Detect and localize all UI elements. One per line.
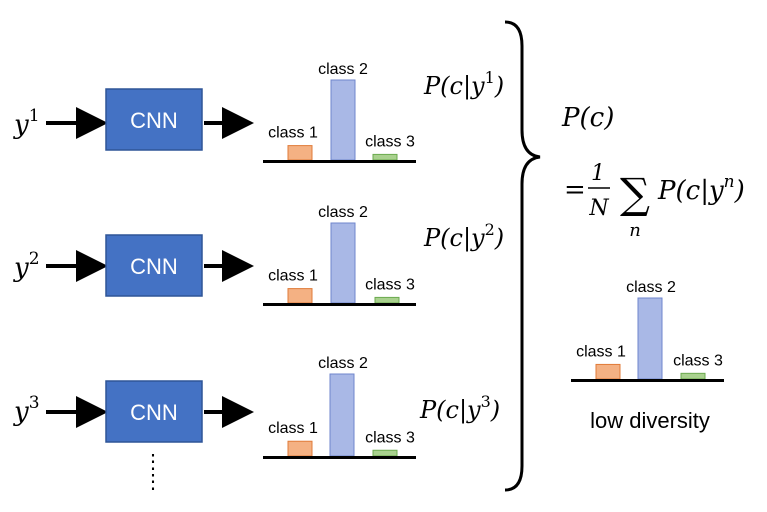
bar-class-2 xyxy=(637,297,663,380)
bar-label-class-3: class 3 xyxy=(365,429,415,446)
grouping-brace xyxy=(504,20,541,492)
bar-class-1 xyxy=(287,440,313,457)
marginal-distribution-chart: class 1 class 2 class 3 xyxy=(571,279,724,382)
marginal-lhs: P(c) xyxy=(561,103,614,133)
bar-class-1 xyxy=(287,288,313,304)
bar-label-class-1: class 1 xyxy=(268,268,318,285)
bar-class-1 xyxy=(287,145,313,161)
fraction-numerator: 1 xyxy=(591,161,605,186)
ellipsis-dots-lower: ⋮ xyxy=(143,471,163,493)
bar-class-3 xyxy=(372,449,398,457)
bar-label-class-2: class 2 xyxy=(318,61,368,78)
cnn-label-1: CNN xyxy=(130,108,178,133)
bar-class-2 xyxy=(330,79,356,161)
posterior-label-2: P(c|y2) xyxy=(423,220,504,253)
sum-symbol: ∑ xyxy=(620,169,650,218)
cnn-label-3: CNN xyxy=(130,400,178,425)
fraction-denominator: N xyxy=(588,196,609,221)
distribution-chart-1: class 1 class 2 class 3 xyxy=(263,61,416,163)
posterior-label-1: P(c|y1) xyxy=(423,68,504,101)
row-1: y1 CNN class 1 class 2 class 3 P(c|y1) xyxy=(13,61,504,163)
bar-class-1 xyxy=(595,363,621,380)
bar-label-class-1: class 1 xyxy=(268,125,318,142)
bar-label-class-2: class 2 xyxy=(318,355,368,372)
cnn-box-1 xyxy=(105,88,203,151)
input-2-label: y2 xyxy=(13,249,40,283)
bar-class-2 xyxy=(330,222,356,304)
ellipsis-dots: ⋮ xyxy=(143,451,163,473)
posterior-label-3: P(c|y3) xyxy=(419,392,500,425)
equals-sign: = xyxy=(564,175,586,205)
marginal-formula: P(c) = 1 N ∑ n P(c|yn) xyxy=(561,103,745,241)
cnn-box-2 xyxy=(105,234,203,297)
bar-label-class-3: class 3 xyxy=(365,133,415,150)
bar-class-3 xyxy=(680,372,706,380)
input-1-label: y1 xyxy=(13,106,40,140)
diversity-label: low diversity xyxy=(590,408,710,433)
sum-term: P(c|yn) xyxy=(657,172,745,206)
cnn-label-2: CNN xyxy=(130,254,178,279)
bar-class-3 xyxy=(372,153,398,161)
bar-label-class-1: class 1 xyxy=(576,343,626,360)
row-3: y3 CNN class 1 class 2 class 3 P(c|y3) xyxy=(13,355,500,459)
sum-index: n xyxy=(629,220,641,241)
more-inputs-ellipsis: ⋮ ⋮ xyxy=(143,451,163,493)
bar-class-3 xyxy=(374,296,400,304)
cnn-box-3 xyxy=(105,380,203,443)
input-3-label: y3 xyxy=(13,393,40,427)
bar-label-class-3: class 3 xyxy=(365,276,415,293)
bar-label-class-2: class 2 xyxy=(318,204,368,221)
distribution-chart-3: class 1 class 2 class 3 xyxy=(263,355,416,459)
distribution-chart-2: class 1 class 2 class 3 xyxy=(263,204,416,306)
bar-label-class-3: class 3 xyxy=(673,352,723,369)
bar-label-class-1: class 1 xyxy=(268,420,318,437)
bar-label-class-2: class 2 xyxy=(626,279,676,296)
row-2: y2 CNN class 1 class 2 class 3 P(c|y2) xyxy=(13,204,504,306)
bar-class-2 xyxy=(329,373,355,457)
